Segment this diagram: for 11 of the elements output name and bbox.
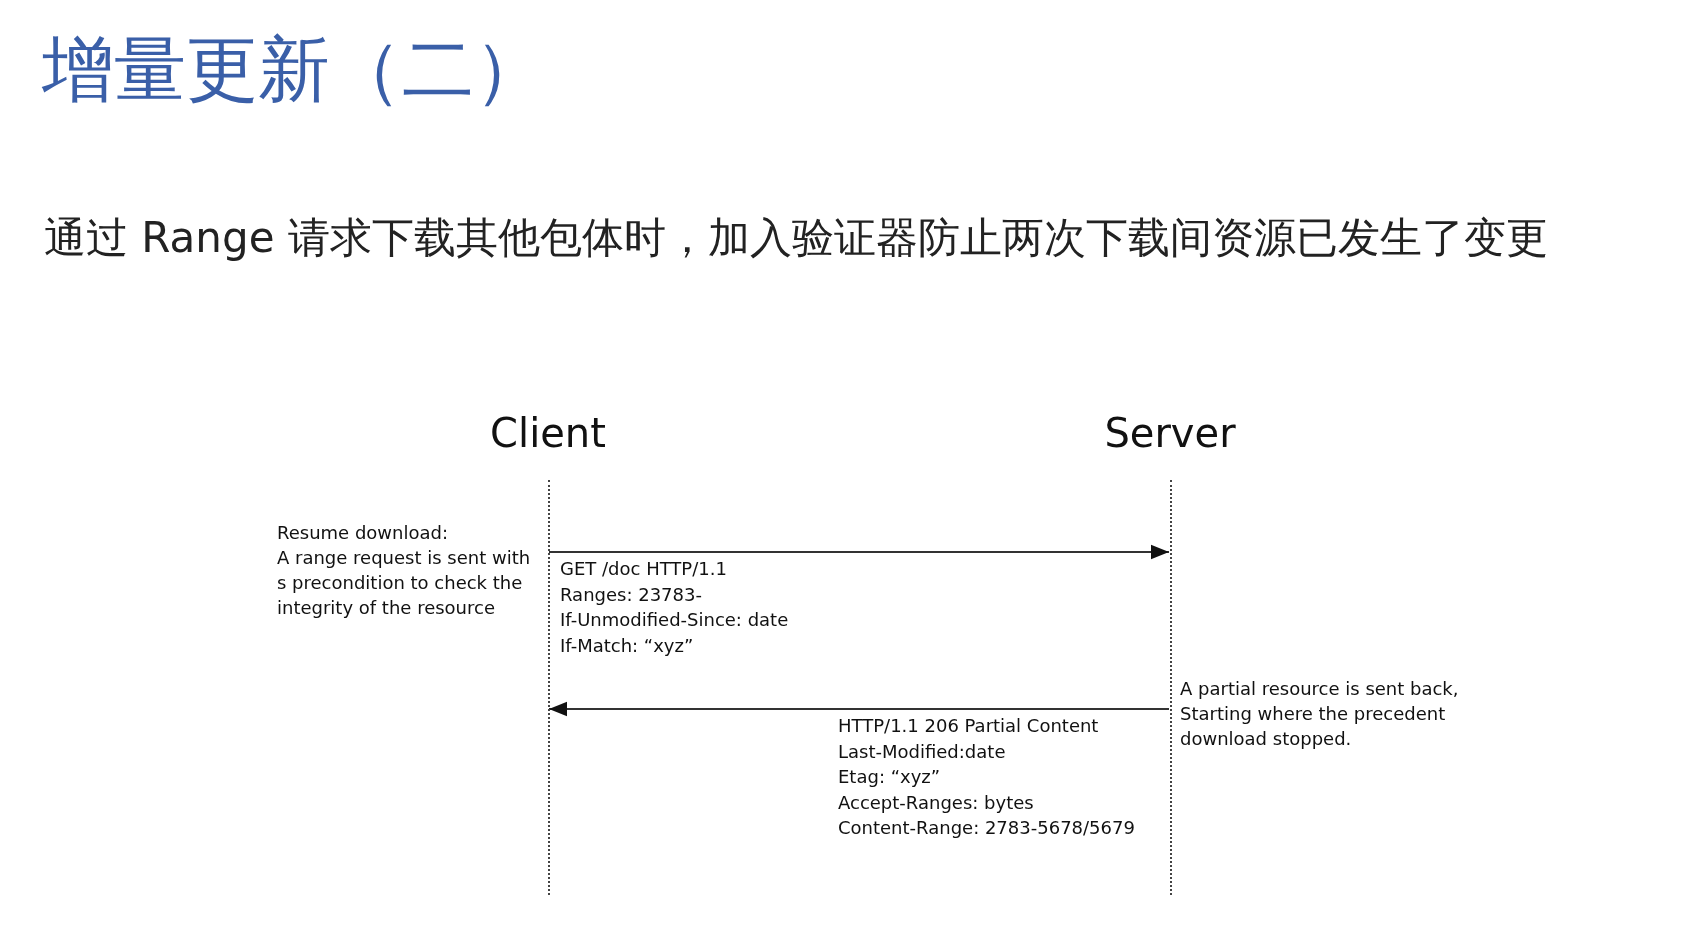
slide-title: 增量更新（二） xyxy=(42,26,546,113)
message-label: HTTP/1.1 206 Partial Content Last-Modified:date Etag: “xyz” Accept-Ranges: bytes Content-Range: 2783-5678/5679 xyxy=(838,714,1135,840)
message-label: GET /doc HTTP/1.1 Ranges: 23783- If-Unmodified-Since: date If-Match: “xyz” xyxy=(560,557,789,658)
participant-label: Client xyxy=(489,410,607,456)
note-text: Resume download: xyxy=(277,521,449,545)
participant-label: Server xyxy=(1103,410,1237,456)
message-arrow xyxy=(548,544,1170,560)
note-text: A range request is sent with s precondition to check the integrity of the resource xyxy=(277,546,532,620)
subtitle: 通过 Range 请求下载其他包体时，加入验证器防止两次下载间资源已发生了变更 xyxy=(44,212,1548,264)
message-arrow xyxy=(548,701,1170,717)
note-text: A partial resource is sent back, Starting where the precedent download stopped. xyxy=(1180,677,1460,751)
